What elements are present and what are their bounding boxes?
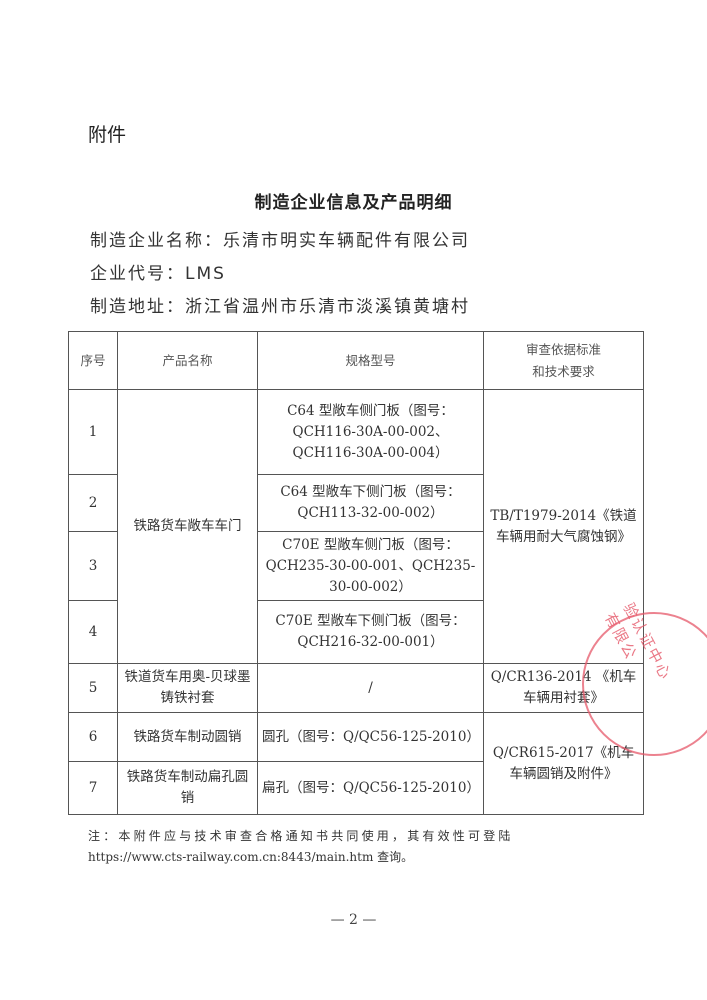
- table-row: 1 铁路货车敞车车门 C64 型敞车侧门板（图号：QCH116-30A-00-0…: [68, 389, 644, 664]
- table-header-row: 序号 产品名称 规格型号 审查依据标准 和技术要求: [68, 331, 644, 390]
- header-spec: 规格型号: [257, 331, 484, 390]
- spec-cell: C64 型敞车下侧门板（图号：QCH113-32-00-002）: [257, 474, 484, 532]
- header-no: 序号: [68, 331, 118, 390]
- company-address-line: 制造地址：浙江省温州市乐清市淡溪镇黄塘村: [90, 297, 470, 317]
- row-no: 4: [68, 600, 118, 664]
- product-cell: 铁路货车敞车车门: [117, 389, 258, 664]
- spec-cell: 圆孔（图号：Q/QC56-125-2010）: [257, 712, 484, 762]
- page-title: 制造企业信息及产品明细: [254, 193, 453, 213]
- row-no: 3: [68, 531, 118, 601]
- company-name-line: 制造企业名称：乐清市明实车辆配件有限公司: [90, 231, 470, 251]
- row-no: 5: [68, 663, 118, 713]
- standard-cell: TB/T1979-2014《铁道车辆用耐大气腐蚀钢》: [483, 389, 644, 664]
- spec-cell: C70E 型敞车侧门板（图号：QCH235-30-00-001、QCH235-3…: [257, 531, 484, 601]
- product-table: 序号 产品名称 规格型号 审查依据标准 和技术要求 1 铁路货车敞车车门 C64…: [68, 331, 644, 815]
- row-no: 2: [68, 474, 118, 532]
- product-cell: 铁道货车用奥-贝球墨铸铁衬套: [117, 663, 258, 713]
- spec-cell: C70E 型敞车下侧门板（图号：QCH216-32-00-001）: [257, 600, 484, 664]
- table-row: 2 C64 型敞车下侧门板（图号：QCH113-32-00-002）: [68, 474, 644, 532]
- header-standard: 审查依据标准 和技术要求: [483, 331, 644, 390]
- table-row: 5 铁道货车用奥-贝球墨铸铁衬套 / Q/CR136-2014 《机车车辆用衬套…: [68, 663, 644, 713]
- table-row: 6 铁路货车制动圆销 圆孔（图号：Q/QC56-125-2010） Q/CR61…: [68, 712, 644, 815]
- page-number: — 2 —: [330, 912, 377, 928]
- header-product: 产品名称: [117, 331, 258, 390]
- spec-cell: 扁孔（图号：Q/QC56-125-2010）: [257, 761, 484, 815]
- spec-cell: /: [257, 663, 484, 713]
- footnote-line-2: https://www.cts-railway.com.cn:8443/main…: [88, 850, 414, 864]
- company-code-line: 企业代号：LMS: [90, 264, 226, 284]
- company-seal: [582, 612, 707, 756]
- table-row: 4 C70E 型敞车下侧门板（图号：QCH216-32-00-001）: [68, 600, 644, 664]
- attachment-label: 附件: [88, 124, 127, 146]
- row-no: 6: [68, 712, 118, 762]
- footnote: 注：本附件应与技术审查合格通知书共同使用，其有效性可登陆 https://www…: [88, 826, 648, 868]
- product-cell: 铁路货车制动扁孔圆销: [117, 761, 258, 815]
- product-cell: 铁路货车制动圆销: [117, 712, 258, 762]
- row-no: 1: [68, 389, 118, 475]
- table-row: 3 C70E 型敞车侧门板（图号：QCH235-30-00-001、QCH235…: [68, 531, 644, 601]
- footnote-line-1: 注：本附件应与技术审查合格通知书共同使用，其有效性可登陆: [88, 829, 514, 843]
- table-row: 7 铁路货车制动扁孔圆销 扁孔（图号：Q/QC56-125-2010）: [68, 761, 644, 815]
- row-no: 7: [68, 761, 118, 815]
- spec-cell: C64 型敞车侧门板（图号：QCH116-30A-00-002、QCH116-3…: [257, 389, 484, 475]
